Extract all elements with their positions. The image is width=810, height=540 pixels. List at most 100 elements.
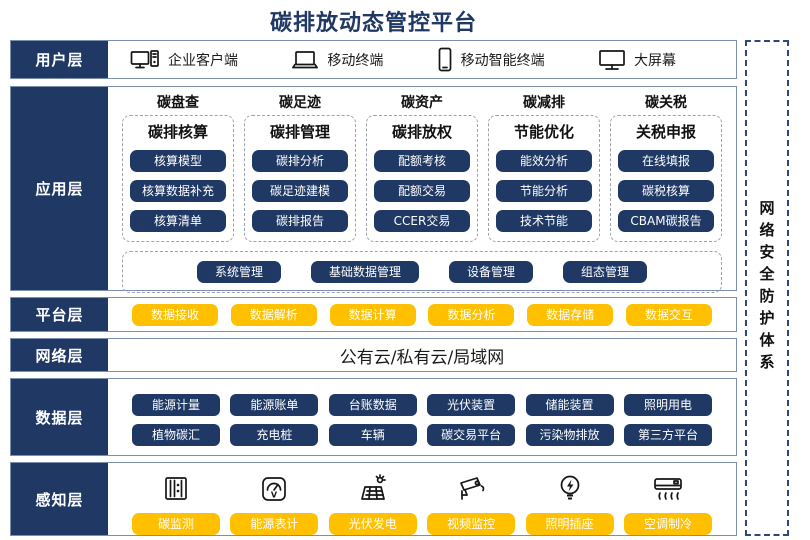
layer-network: 网络层 公有云/私有云/局域网	[10, 338, 737, 372]
data-source-button: 能源计量	[132, 394, 220, 416]
data-source-button: 植物碳汇	[132, 424, 220, 446]
common-module-button: 设备管理	[449, 261, 534, 283]
user-item-label: 企业客户端	[168, 52, 238, 69]
user-item-label: 移动智能终端	[460, 52, 545, 69]
sensing-button: 空调制冷	[623, 513, 712, 535]
page-title: 碳排放动态管控平台	[269, 11, 477, 36]
sensing-button: 光伏发电	[328, 513, 417, 535]
app-column-carbon-reduction: 碳减排 节能优化 能效分析 节能分析 技术节能	[488, 91, 600, 242]
app-column-title: 碳资产	[401, 95, 443, 111]
network-cloud-text: 公有云/私有云/局域网	[339, 347, 505, 368]
common-module-button: 系统管理	[196, 261, 281, 283]
app-column-box: 碳排放权 配额考核 配额交易 CCER交易	[366, 115, 478, 242]
big-screen-icon	[598, 48, 626, 72]
data-source-button: 污染物排放	[525, 424, 614, 446]
solar-panel-icon	[357, 471, 389, 506]
app-column-subtitle: 节能优化	[513, 123, 574, 141]
desktop-pc-icon	[130, 48, 160, 72]
layer-data-body: 能源计量 能源账单 台账数据 光伏装置 储能装置 照明用电 植物碳汇 充电桩 车…	[108, 379, 736, 455]
sensing-button: 照明插座	[525, 513, 614, 535]
energy-meter-icon: V	[259, 471, 289, 506]
big-screen-item: 大屏幕	[598, 48, 676, 72]
common-module-button: 组态管理	[563, 261, 648, 283]
sense-item-lighting: 照明插座	[525, 471, 614, 535]
layer-sensing-label: 感知层	[11, 463, 108, 535]
security-sidebar-label: 网络安全防护体系	[757, 200, 776, 376]
sense-item-carbon-monitor: 碳监测	[132, 471, 220, 535]
air-conditioner-icon	[652, 471, 684, 506]
data-source-button: 车辆	[328, 424, 417, 446]
app-feature-button: 能效分析	[496, 150, 592, 172]
platform-button: 数据存储	[527, 303, 614, 326]
layer-platform-body: 数据接收 数据解析 数据计算 数据分析 数据存储 数据交互	[108, 298, 736, 331]
layer-data: 数据层 能源计量 能源账单 台账数据 光伏装置 储能装置 照明用电 植物碳汇 充…	[10, 378, 737, 456]
application-common-modules: 系统管理 基础数据管理 设备管理 组态管理	[122, 251, 722, 293]
app-feature-button: 碳足迹建模	[252, 180, 348, 202]
user-item-label: 大屏幕	[633, 52, 676, 69]
sense-item-energy-meter: V 能源表计	[230, 471, 319, 535]
app-feature-button: 核算数据补充	[130, 180, 226, 202]
app-feature-button: CBAM碳报告	[618, 210, 714, 232]
layer-data-label: 数据层	[11, 379, 108, 455]
platform-button: 数据计算	[329, 303, 416, 326]
app-column-carbon-tariff: 碳关税 关税申报 在线填报 碳税核算 CBAM碳报告	[610, 91, 722, 242]
light-bulb-icon	[558, 471, 582, 506]
app-column-carbon-footprint: 碳足迹 碳排管理 碳排分析 碳足迹建模 碳排报告	[244, 91, 356, 242]
app-column-title: 碳盘查	[157, 95, 199, 111]
app-column-title: 碳足迹	[279, 95, 321, 111]
platform-button: 数据分析	[428, 303, 515, 326]
layer-sensing: 感知层 碳监测 V 能源表计 光伏发电	[10, 462, 737, 536]
app-column-title: 碳减排	[523, 95, 565, 111]
data-source-row: 能源计量 能源账单 台账数据 光伏装置 储能装置 照明用电	[132, 394, 712, 416]
app-column-subtitle: 碳排放权	[391, 123, 452, 141]
sense-item-cctv: 视频监控	[427, 471, 516, 535]
security-sidebar: 网络安全防护体系	[745, 40, 789, 536]
user-item-label: 移动终端	[327, 52, 384, 69]
data-source-button: 碳交易平台	[427, 424, 516, 446]
platform-button: 数据交互	[625, 303, 712, 326]
sensing-button: 能源表计	[230, 513, 319, 535]
data-source-button: 充电桩	[230, 424, 319, 446]
app-column-box: 碳排核算 核算模型 核算数据补充 核算清单	[122, 115, 234, 242]
app-column-carbon-inventory: 碳盘查 碳排核算 核算模型 核算数据补充 核算清单	[122, 91, 234, 242]
data-source-button: 第三方平台	[623, 424, 712, 446]
app-feature-button: 配额考核	[374, 150, 470, 172]
app-feature-button: CCER交易	[374, 210, 470, 232]
sense-item-solar: 光伏发电	[328, 471, 417, 535]
common-module-button: 基础数据管理	[310, 261, 419, 283]
app-feature-button: 配额交易	[374, 180, 470, 202]
layer-user-body: 企业客户端 移动终端 移动智能终端 大屏幕	[108, 41, 736, 78]
layer-platform-label: 平台层	[11, 298, 108, 331]
data-source-button: 储能装置	[525, 394, 614, 416]
layer-user: 用户层 企业客户端 移动终端 移动智能终端	[10, 40, 737, 79]
app-column-box: 关税申报 在线填报 碳税核算 CBAM碳报告	[610, 115, 722, 242]
app-column-carbon-asset: 碳资产 碳排放权 配额考核 配额交易 CCER交易	[366, 91, 478, 242]
platform-button: 数据解析	[230, 303, 317, 326]
data-source-button: 光伏装置	[427, 394, 516, 416]
platform-button: 数据接收	[132, 303, 218, 326]
sense-item-air-conditioner: 空调制冷	[623, 471, 712, 535]
data-source-row: 植物碳汇 充电桩 车辆 碳交易平台 污染物排放 第三方平台	[132, 424, 712, 446]
app-column-subtitle: 碳排管理	[269, 123, 330, 141]
layer-platform: 平台层 数据接收 数据解析 数据计算 数据分析 数据存储 数据交互	[10, 297, 737, 332]
layer-application-body: 碳盘查 碳排核算 核算模型 核算数据补充 核算清单 碳足迹 碳排管理 碳排分析 …	[108, 87, 736, 293]
data-source-button: 照明用电	[623, 394, 712, 416]
carbon-monitor-icon	[162, 471, 190, 506]
svg-text:V: V	[271, 490, 278, 499]
app-column-subtitle: 碳排核算	[147, 123, 208, 141]
layer-sensing-body: 碳监测 V 能源表计 光伏发电 视频监控	[108, 463, 736, 535]
app-feature-button: 碳排报告	[252, 210, 348, 232]
mobile-terminal-item: 移动终端	[291, 49, 383, 71]
laptop-icon	[291, 49, 319, 71]
sensing-button: 视频监控	[427, 513, 516, 535]
data-source-button: 能源账单	[230, 394, 319, 416]
app-feature-button: 在线填报	[618, 150, 714, 172]
layer-network-label: 网络层	[11, 339, 108, 371]
app-feature-button: 核算清单	[130, 210, 226, 232]
layer-application: 应用层 碳盘查 碳排核算 核算模型 核算数据补充 核算清单 碳足迹 碳排管理	[10, 86, 737, 293]
smartphone-icon	[437, 47, 453, 72]
app-feature-button: 碳排分析	[252, 150, 348, 172]
app-column-title: 碳关税	[645, 95, 687, 111]
application-columns: 碳盘查 碳排核算 核算模型 核算数据补充 核算清单 碳足迹 碳排管理 碳排分析 …	[108, 87, 736, 242]
